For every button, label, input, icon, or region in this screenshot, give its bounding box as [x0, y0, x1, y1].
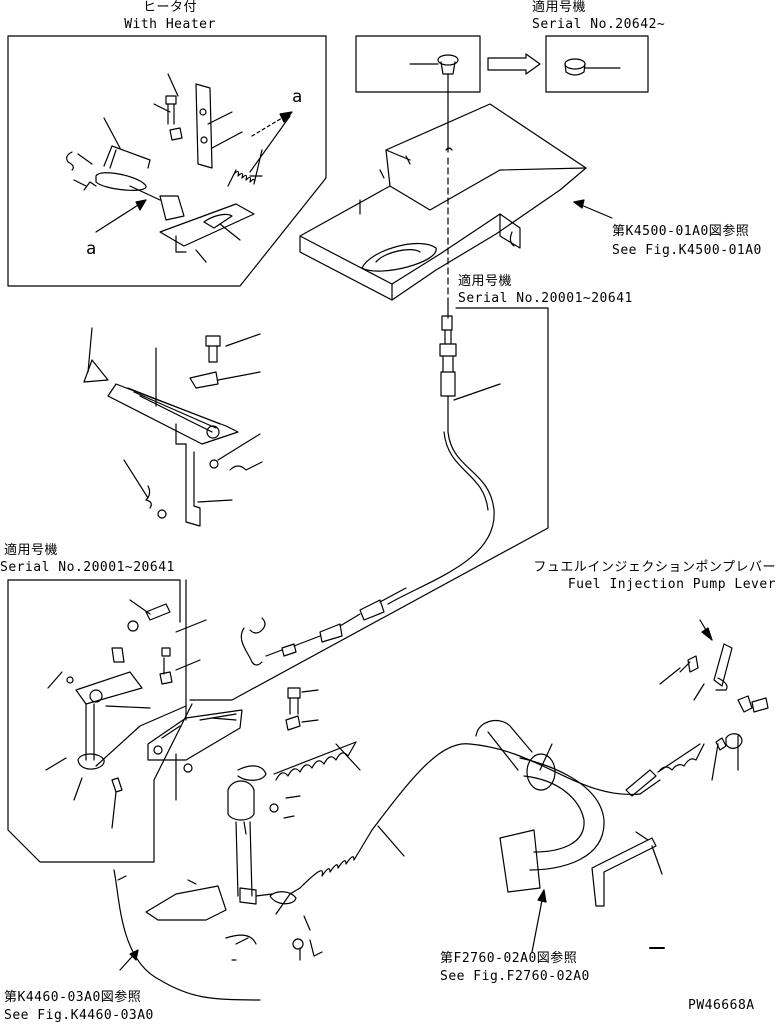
middle-serial-frame [189, 307, 549, 701]
serial-top-en: Serial No.20642~ [532, 17, 666, 32]
clevis-lever [227, 765, 301, 897]
detail-ref-a-top: a [292, 87, 303, 107]
ref-f2760-jp: 第F2760-02A0図参照 [440, 951, 578, 966]
heater-inset-frame [7, 35, 327, 287]
lower-floor-bits [113, 869, 273, 1001]
lower-cable [275, 695, 769, 915]
heater-title-jp: ヒータ付 [142, 0, 197, 15]
serial-middle-jp: 適用号機 [458, 274, 513, 289]
arrow-right [487, 53, 541, 75]
serial-left-jp: 適用号機 [4, 543, 59, 558]
left-linkage [45, 599, 207, 829]
serial-top-jp: 適用号機 [532, 0, 587, 15]
detail-ref-a-bottom: a [86, 239, 97, 259]
spring-and-bolt [273, 687, 361, 781]
pipe-bracket [591, 831, 663, 907]
lower-hardware [231, 891, 323, 961]
left-serial-frame [7, 579, 193, 863]
pump-lever [659, 643, 739, 781]
bracket-plate [147, 709, 243, 801]
upper-cable [387, 299, 501, 605]
serial-middle-en: Serial No.20001~20641 [458, 291, 633, 306]
floor-panel [299, 103, 587, 301]
middle-cable [211, 587, 407, 721]
ref-k4500-en: See Fig.K4500-01A0 [612, 243, 762, 258]
heater-title-en: With Heater [124, 17, 216, 32]
serial-left-en: Serial No.20001~20641 [0, 560, 175, 575]
knob-box-new [545, 35, 649, 93]
knob-box-old [355, 35, 481, 97]
ref-f2760-en: See Fig.F2760-02A0 [440, 969, 590, 984]
pedal-hardware [123, 333, 263, 519]
ref-k4500-jp: 第K4500-01A0図参照 [612, 224, 750, 239]
ref-k4460-en: See Fig.K4460-03A0 [4, 1008, 154, 1023]
fuel-pump-en: Fuel Injection Pump Lever [567, 577, 776, 592]
exhaust-pipe [475, 719, 605, 893]
accelerator-pedal [83, 327, 239, 527]
ref-k4460-jp: 第K4460-03A0図参照 [4, 990, 142, 1005]
heater-inset-parts [66, 73, 293, 263]
drawing-number: PW46668A [688, 998, 755, 1013]
fuel-pump-jp: フュエルインジェクションポンプレバー [533, 560, 776, 575]
